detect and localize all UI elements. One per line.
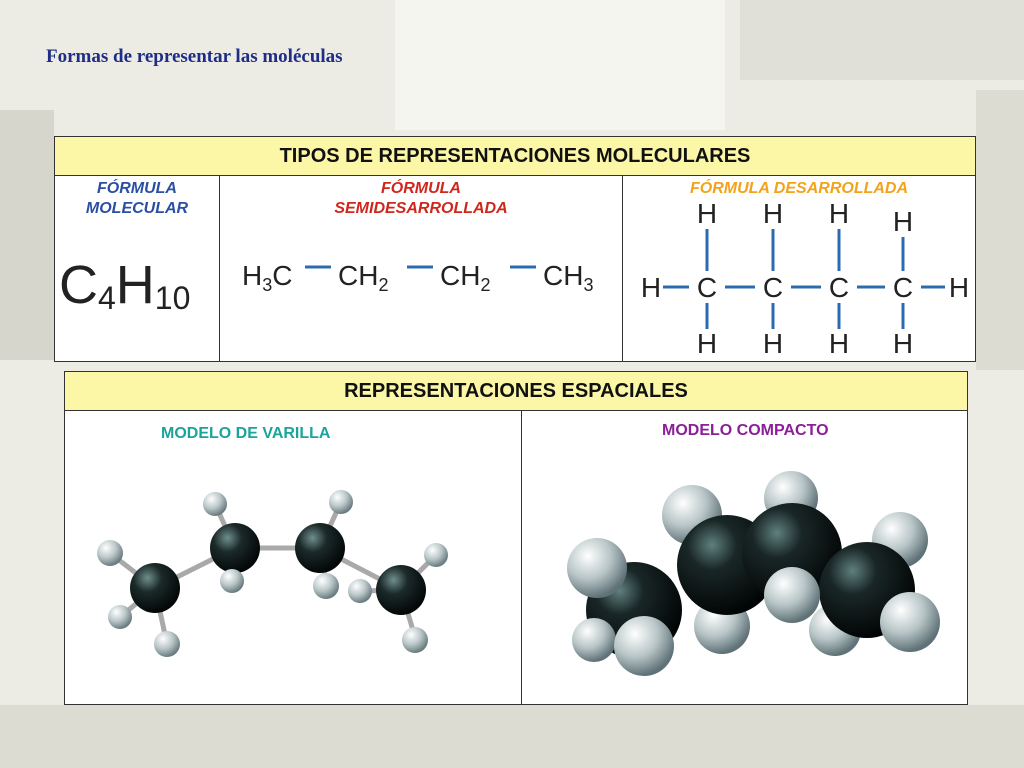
hydrogen-atom (614, 616, 674, 676)
space-filling-model (567, 471, 940, 676)
table-row: MODELO DE VARILLA (65, 410, 967, 704)
molecular-formula: C4H10 (59, 255, 190, 316)
group-ch2: CH2 (338, 260, 388, 295)
background-panel (740, 0, 1024, 80)
hydrogen-symbol: H (829, 328, 849, 359)
hydrogen-atom (572, 618, 616, 662)
background-panel (0, 705, 1024, 768)
carbon-symbol: C (697, 272, 717, 303)
carbon-atom (130, 563, 180, 613)
representations-table: TIPOS DE REPRESENTACIONES MOLECULARES FÓ… (54, 136, 976, 362)
semi-developed-formula-cell: FÓRMULA SEMIDESARROLLADA H3C CH2 CH2 CH3 (220, 175, 623, 361)
hydrogen-atom (424, 543, 448, 567)
page-title: Formas de representar las moléculas (46, 46, 343, 67)
space-filling-label: MODELO COMPACTO (662, 422, 829, 439)
space-filling-cell: MODELO COMPACTO (522, 410, 967, 704)
hydrogen-atom (880, 592, 940, 652)
semi-developed-formula: H3C CH2 CH2 CH3 (242, 260, 593, 295)
carbon-symbol: C (893, 272, 913, 303)
hydrogen-atom (313, 573, 339, 599)
hydrogen-symbol: H (829, 198, 849, 229)
hydrogen-atom (220, 569, 244, 593)
hydrogen-symbol: H (697, 198, 717, 229)
ball-and-stick-model (97, 490, 448, 657)
hydrogen-symbol: H (763, 328, 783, 359)
hydrogen-symbol: H (893, 206, 913, 237)
molecular-formula-cell: FÓRMULA MOLECULAR C4H10 (55, 175, 220, 361)
hydrogen-atom (764, 567, 820, 623)
hydrogen-symbol: H (893, 328, 913, 359)
table-row: FÓRMULA MOLECULAR C4H10 FÓRMULA SEMIDESA… (55, 175, 975, 361)
background-panel (0, 110, 54, 360)
hydrogen-atom (329, 490, 353, 514)
carbon-symbol: C (829, 272, 849, 303)
carbon-atom (295, 523, 345, 573)
group-ch3: CH3 (543, 260, 593, 295)
hydrogen-atom (348, 579, 372, 603)
carbon-atom (210, 523, 260, 573)
hydrogen-atom (402, 627, 428, 653)
ball-and-stick-label: MODELO DE VARILLA (161, 425, 331, 442)
svg-text:C4H10: C4H10 (59, 255, 190, 316)
group-ch2: CH2 (440, 260, 490, 295)
molecular-formula-label: FÓRMULA MOLECULAR (85, 180, 189, 217)
hydrogen-atom (203, 492, 227, 516)
background-panel (976, 90, 1024, 370)
hydrogen-atom (567, 538, 627, 598)
carbon-atom (376, 565, 426, 615)
background-panel (395, 0, 725, 130)
semi-developed-formula-label: FÓRMULA SEMIDESARROLLADA (334, 180, 508, 217)
table-header: REPRESENTACIONES ESPACIALES (65, 372, 967, 411)
hydrogen-symbol: H (763, 198, 783, 229)
hydrogen-symbol: H (641, 272, 661, 303)
ball-and-stick-cell: MODELO DE VARILLA (65, 410, 522, 704)
spatial-representations-table: REPRESENTACIONES ESPACIALES MODELO DE VA… (64, 371, 968, 705)
carbon-atom (742, 503, 842, 603)
hydrogen-symbol: H (697, 328, 717, 359)
carbon-symbol: C (763, 272, 783, 303)
hydrogen-atom (108, 605, 132, 629)
hydrogen-atom (97, 540, 123, 566)
hydrogen-symbol: H (949, 272, 969, 303)
table-header: TIPOS DE REPRESENTACIONES MOLECULARES (55, 137, 975, 176)
group-ch3: H3C (242, 260, 292, 295)
hydrogen-atom (154, 631, 180, 657)
developed-formula-label: FÓRMULA DESARROLLADA (689, 180, 909, 197)
